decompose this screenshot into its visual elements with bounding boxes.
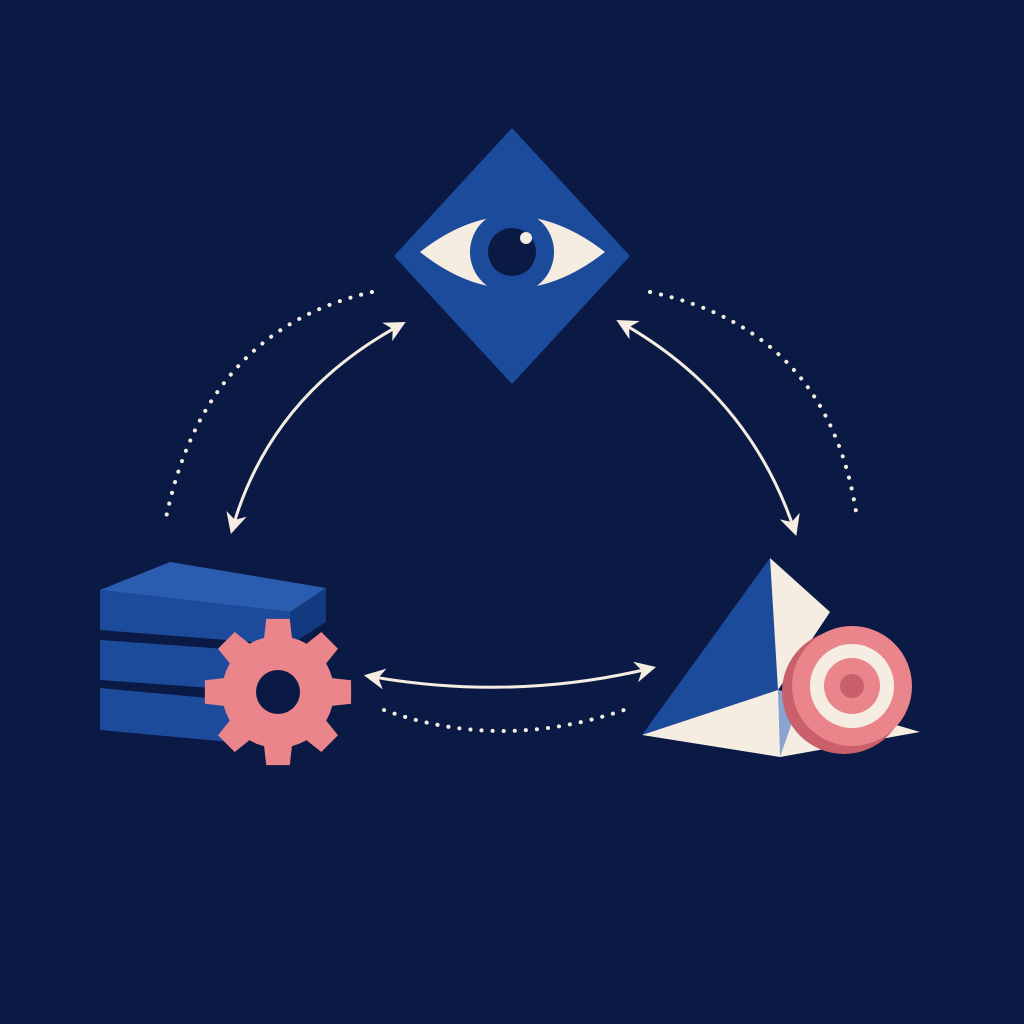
target-icon: [782, 626, 912, 754]
dotted-arc-right: [648, 290, 859, 520]
database-gear-icon: [100, 562, 352, 766]
eye-icon: [394, 128, 630, 384]
dotted-arc-left: [164, 290, 374, 520]
pyramid-target-icon: [642, 558, 920, 757]
arrow-eye-pyramid: [616, 319, 800, 536]
arrow-eye-database: [226, 322, 406, 535]
dotted-arc-bottom: [382, 708, 626, 733]
arrow-database-pyramid: [363, 661, 657, 690]
